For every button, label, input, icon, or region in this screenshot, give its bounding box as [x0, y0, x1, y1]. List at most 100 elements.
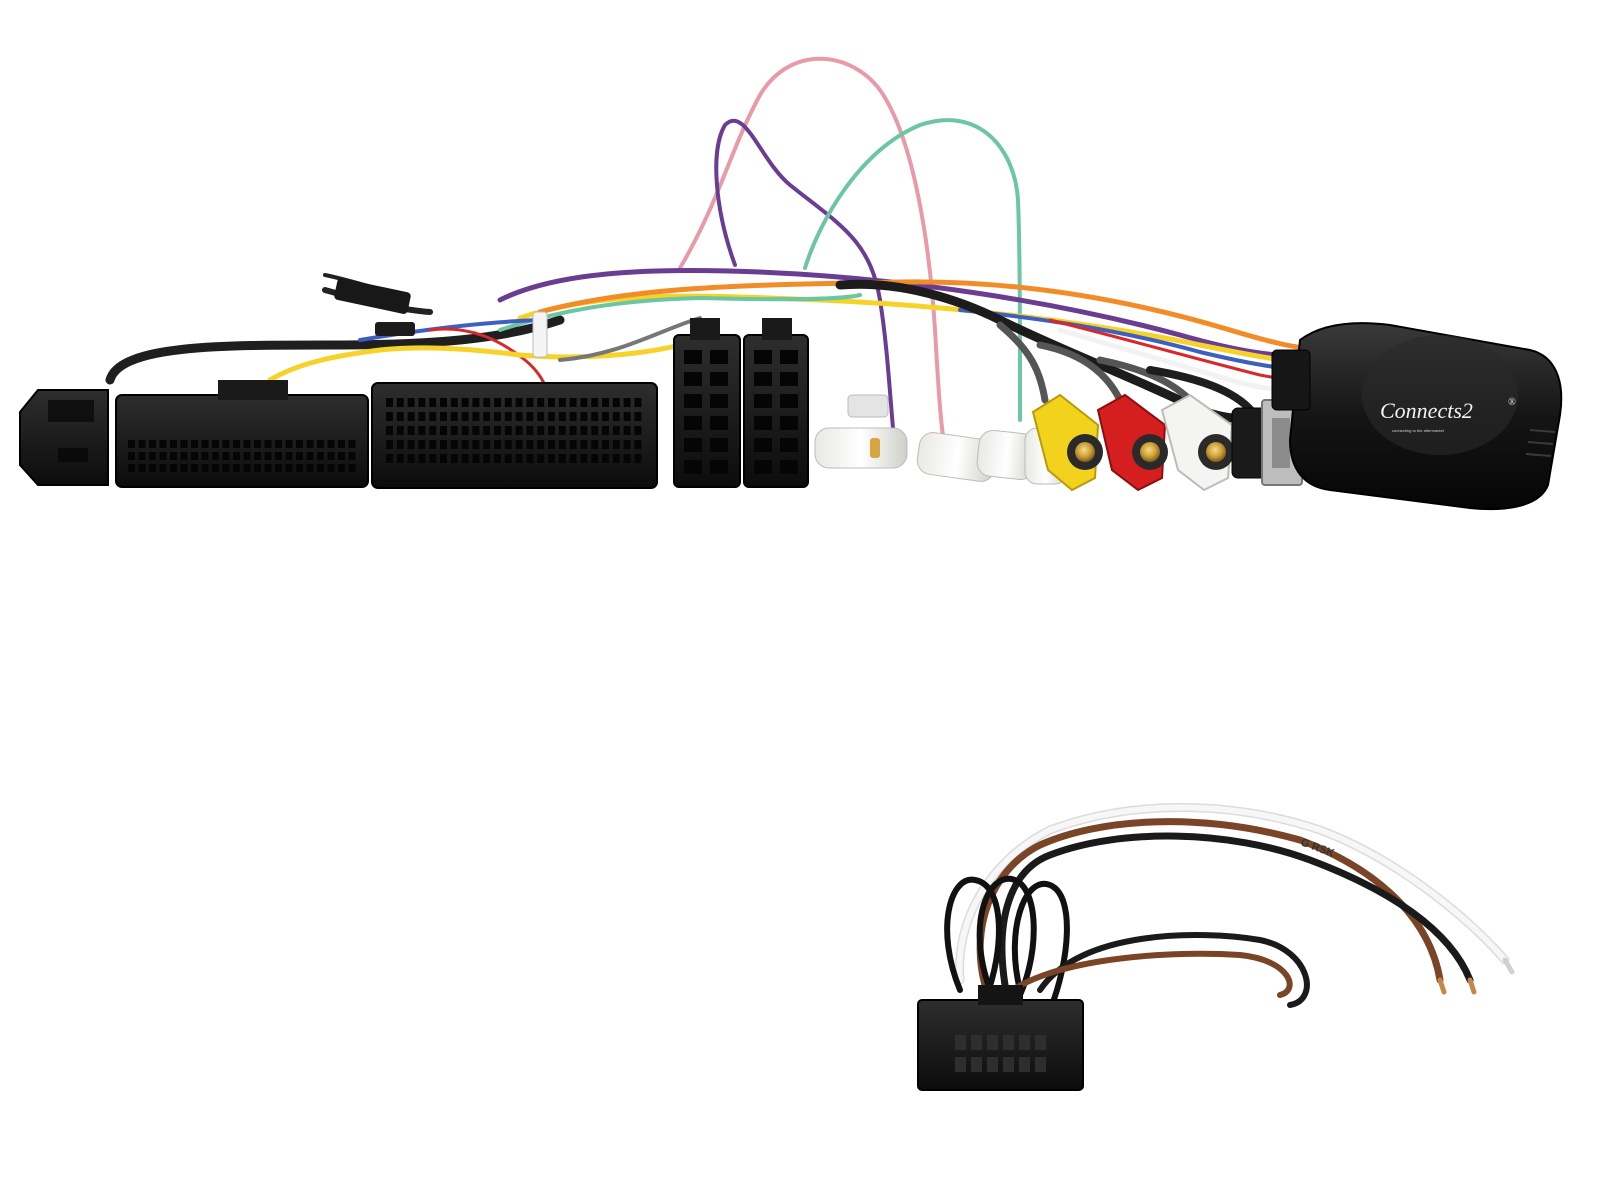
connector-pin: [407, 440, 415, 449]
connector-pin: [494, 398, 501, 407]
connector-pin: [396, 398, 404, 407]
iso-connector-2: [743, 318, 809, 488]
connector-pin: [264, 464, 272, 472]
connector-pin: [684, 372, 702, 386]
connector-pin: [243, 464, 251, 472]
logo-tagline: connecting to the aftermarket: [1392, 428, 1445, 433]
connector-pin: [754, 372, 772, 386]
connector-pin: [515, 398, 523, 407]
purple-bundle-wire: [497, 267, 1313, 359]
module-logo: Connects2 ® connecting to the aftermarke…: [1380, 397, 1516, 433]
connector-pin: [548, 412, 555, 421]
connector-pin: [348, 440, 356, 448]
connector-pin: [170, 464, 177, 472]
connector-pin: [548, 398, 555, 407]
connector-pin: [461, 398, 469, 407]
connector-pin: [623, 412, 631, 421]
connector-pin: [569, 398, 577, 407]
connector-pin: [623, 426, 631, 435]
connector-pin: [296, 464, 303, 472]
connector-pin: [710, 460, 728, 474]
connector-pin: [1003, 1057, 1014, 1072]
patch-lead: G RSK: [917, 803, 1515, 1091]
grey-lower-wire: [558, 316, 702, 362]
connector-pin: [440, 440, 447, 449]
rca-plug-red: [1096, 393, 1168, 492]
connector-pin: [233, 464, 240, 472]
connector-pin: [710, 372, 728, 386]
brown-patch-wire: [976, 818, 1444, 989]
connector-pin: [233, 440, 240, 448]
connector-pin: [327, 452, 335, 460]
connector-pin: [684, 438, 702, 452]
connector-pin: [483, 398, 491, 407]
connector-pin: [128, 464, 135, 472]
connector-pin: [634, 412, 642, 421]
connector-pin: [306, 440, 314, 448]
connector-pin: [558, 412, 566, 421]
vehicle-connector-large-2: [371, 382, 658, 489]
connector-pin: [472, 440, 480, 449]
connector-pin: [180, 440, 188, 448]
connector-pin: [418, 398, 426, 407]
connector-pin: [386, 426, 393, 435]
connector-pin: [684, 416, 702, 430]
connector-pin: [1003, 1035, 1014, 1050]
connector-pin: [780, 416, 798, 430]
connector-pin: [472, 398, 480, 407]
connector-pin: [429, 454, 437, 463]
vehicle-connector-large-1: [115, 380, 369, 488]
connector-pin: [254, 464, 261, 472]
connector-pin: [780, 394, 798, 408]
connector-pin: [1019, 1035, 1030, 1050]
connector-pin: [418, 412, 426, 421]
connector-pin: [386, 454, 393, 463]
connector-pin: [348, 464, 356, 472]
connector-pin: [450, 412, 458, 421]
connector-pin: [233, 452, 240, 460]
connector-pin: [386, 412, 393, 421]
rca-plug-yellow: [1031, 393, 1103, 492]
connector-pin: [472, 454, 480, 463]
connector-pin: [138, 440, 146, 448]
connector-pin: [254, 440, 261, 448]
connector-pin: [602, 440, 609, 449]
patch-wires: [944, 803, 1510, 1013]
rca-plug-white: [1160, 393, 1234, 492]
bare-wire-ends: [1437, 957, 1515, 995]
connector-pin: [396, 412, 404, 421]
connector-pin: [526, 412, 534, 421]
connector-pin: [591, 412, 599, 421]
connector-pin: [450, 440, 458, 449]
connector-pin: [580, 426, 588, 435]
brown-patch-lower: [997, 950, 1293, 1003]
connector-pins: [386, 398, 642, 463]
connector-pin: [754, 438, 772, 452]
connector-pin: [754, 416, 772, 430]
connector-pin: [515, 440, 523, 449]
connector-pin: [317, 440, 324, 448]
connector-pin: [591, 454, 599, 463]
green-bundle-wire: [498, 293, 862, 332]
connector-pin: [338, 452, 345, 460]
connector-pin: [418, 454, 426, 463]
connector-pin: [754, 350, 772, 364]
grey-rca-lead-3: [1096, 356, 1194, 404]
connector-pin: [569, 412, 577, 421]
connector-pin: [170, 440, 177, 448]
connector-pin: [170, 452, 177, 460]
spade-terminal: [814, 427, 908, 469]
connector-pin: [483, 440, 491, 449]
inline-connector: [334, 278, 415, 336]
connector-pin: [1019, 1057, 1030, 1072]
connector-pin: [634, 440, 642, 449]
connector-pin: [569, 426, 577, 435]
connector-pin: [548, 440, 555, 449]
connector-pin: [243, 440, 251, 448]
connector-pin: [338, 440, 345, 448]
white-patch-wire-core: [956, 804, 1508, 983]
connector-pin: [548, 426, 555, 435]
connector-pin: [569, 454, 577, 463]
connector-pin: [429, 426, 437, 435]
connector-pin: [684, 460, 702, 474]
